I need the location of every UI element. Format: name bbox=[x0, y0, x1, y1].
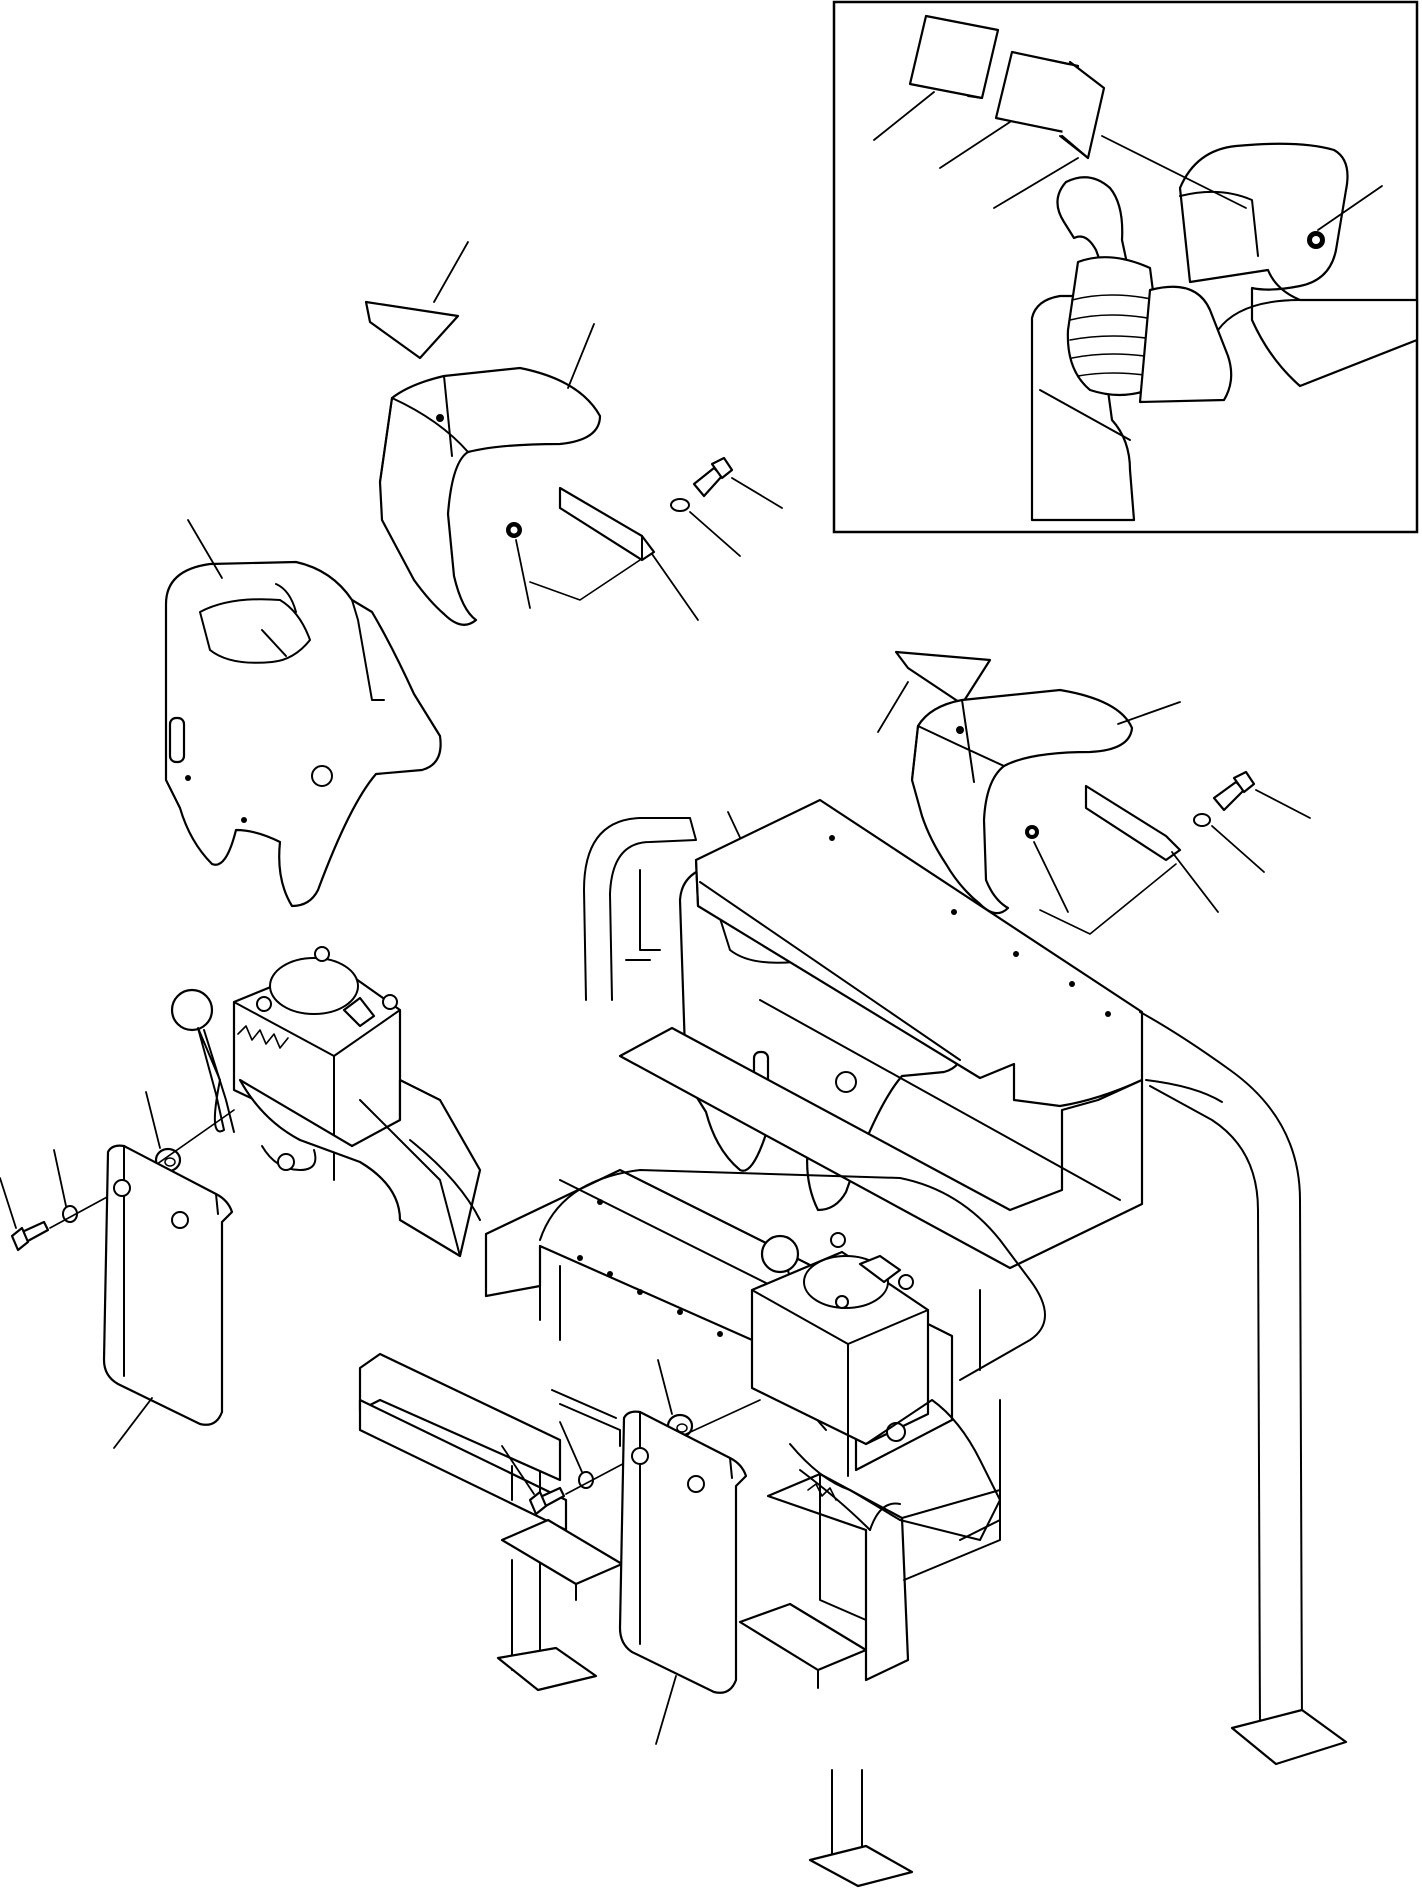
inset-nut-icon bbox=[1307, 231, 1325, 249]
left-lower-screw-icon bbox=[0, 1177, 50, 1252]
left-lever-unit bbox=[0, 946, 482, 1449]
inset-decal-frame-icon bbox=[1049, 59, 1089, 159]
right-lever-unit bbox=[501, 1232, 1001, 1745]
right-lower-screw-icon bbox=[501, 1445, 566, 1516]
left-cover-assembly bbox=[164, 241, 783, 908]
right-top-cover-icon bbox=[910, 688, 1181, 915]
right-lower-washer-icon bbox=[559, 1421, 594, 1489]
inset-decal-pad-icon bbox=[908, 14, 1000, 100]
left-shroud-icon bbox=[164, 519, 442, 908]
left-lower-washer-icon bbox=[53, 1149, 78, 1223]
right-washer-icon bbox=[1193, 813, 1265, 873]
right-cover-plate-icon bbox=[618, 1410, 748, 1745]
lever-knob-icon bbox=[170, 988, 235, 1133]
left-cover-plate-icon bbox=[102, 1144, 234, 1449]
left-decal-icon bbox=[364, 241, 469, 360]
left-screw-icon bbox=[692, 456, 783, 509]
left-bracket-icon bbox=[558, 486, 699, 621]
right-screw-icon bbox=[1212, 770, 1311, 819]
left-washer-icon bbox=[670, 498, 741, 557]
right-bracket-icon bbox=[1084, 784, 1219, 913]
inset-leaders bbox=[873, 91, 1383, 231]
main-frame bbox=[358, 798, 1348, 1888]
left-top-cover-icon bbox=[378, 323, 602, 626]
inset-detail bbox=[832, 0, 1419, 534]
